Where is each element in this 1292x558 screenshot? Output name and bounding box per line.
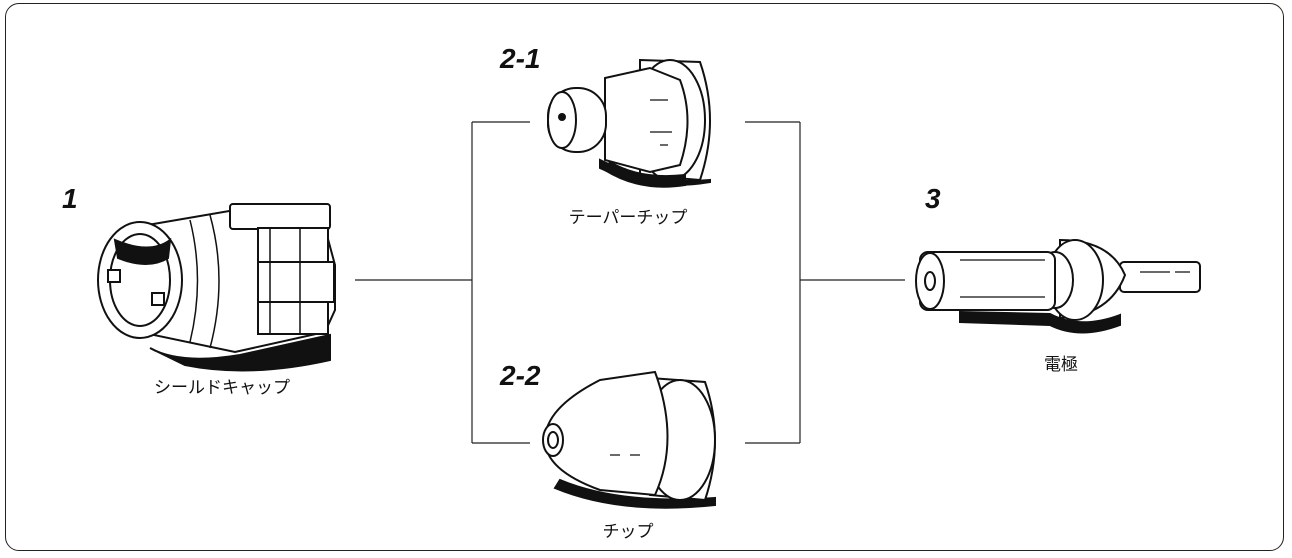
taper-tip-illustration: [547, 58, 711, 188]
shield-cap-illustration: [97, 203, 336, 372]
connector-lines: [355, 121, 905, 444]
part-number-1: 1: [62, 183, 78, 214]
part-number-2-1: 2-1: [500, 43, 541, 74]
tip-label: チップ: [602, 522, 654, 542]
diagram-frame: [5, 3, 1284, 551]
shield-cap-label: シールドキャップ: [154, 378, 290, 398]
tip-illustration: [542, 370, 716, 509]
taper-tip-label: テーパーチップ: [568, 208, 688, 228]
electrode-illustration: [915, 238, 1201, 334]
electrode-label: 電極: [1044, 355, 1078, 375]
part-number-2-2: 2-2: [500, 360, 541, 391]
part-number-3: 3: [925, 183, 941, 214]
